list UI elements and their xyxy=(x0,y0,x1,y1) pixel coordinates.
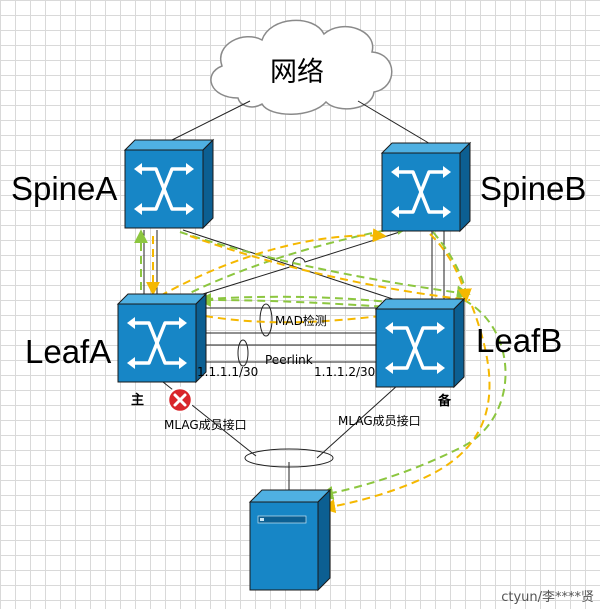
spine-b-switch[interactable] xyxy=(380,141,472,233)
spine-b-label: SpineB xyxy=(480,170,587,207)
leaf-b-role: 备 xyxy=(438,394,452,409)
mad-link-label: MAD检测 xyxy=(275,314,327,328)
link-bundles xyxy=(237,303,334,468)
leaf-b-switch[interactable] xyxy=(374,297,466,389)
leaf-a-role: 主 xyxy=(131,393,145,408)
cloud-label: 网络 xyxy=(270,57,324,88)
leaf-a-member-port: MLAG成员接口 xyxy=(164,418,247,432)
leaf-b-member-port: MLAG成员接口 xyxy=(338,414,421,428)
leaf-a-ip: 1.1.1.1/30 xyxy=(197,365,259,379)
fault-x-icon xyxy=(166,386,194,414)
spine-a-switch[interactable] xyxy=(123,138,215,230)
server-icon[interactable] xyxy=(248,488,332,592)
watermark: ctyun/李****贤 xyxy=(501,590,594,605)
fabric-links xyxy=(143,229,445,494)
orange-traffic-flows xyxy=(146,228,491,514)
network-cloud xyxy=(210,19,393,115)
spine-a-label: SpineA xyxy=(11,170,118,207)
uplink-lines xyxy=(165,100,433,146)
leaf-b-label: LeafB xyxy=(476,322,563,359)
leaf-a-label: LeafA xyxy=(25,333,112,370)
leaf-b-ip: 1.1.1.2/30 xyxy=(314,365,376,379)
leaf-a-switch[interactable] xyxy=(116,292,208,384)
peerlink-label: Peerlink xyxy=(265,353,313,367)
